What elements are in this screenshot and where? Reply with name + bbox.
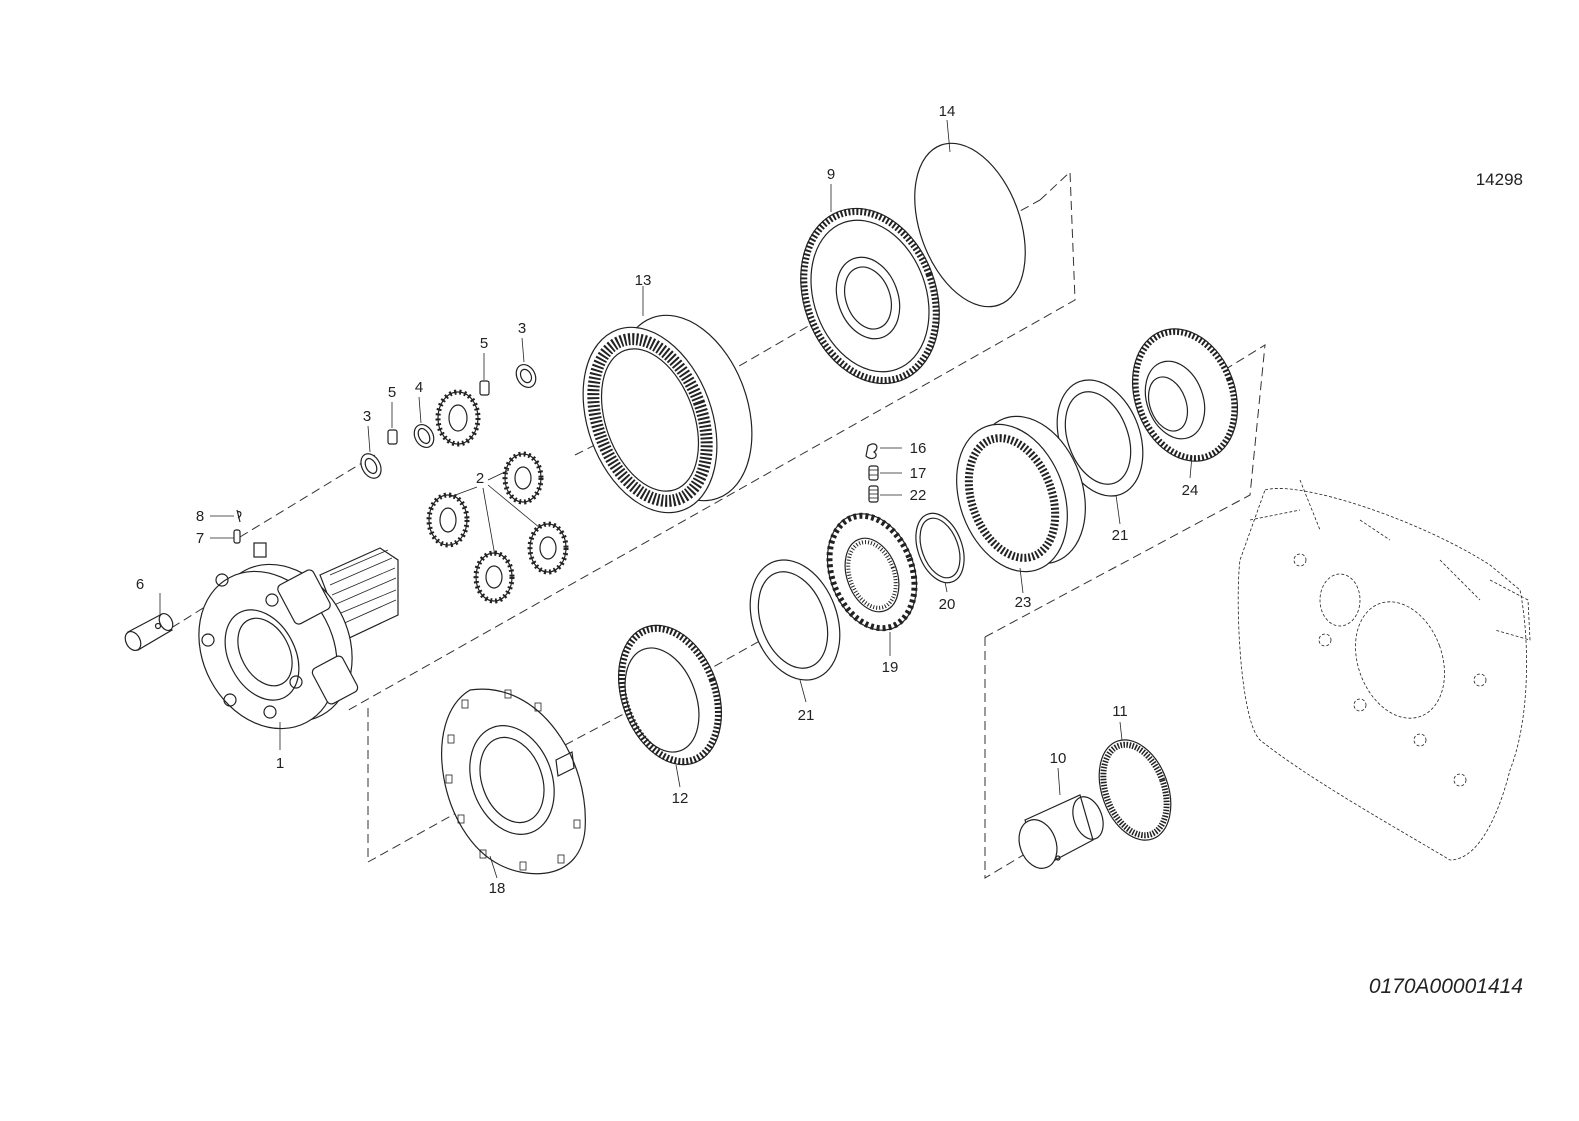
part-17-ball-spring [868,465,879,481]
callout-3: 3 [518,320,526,337]
part-19-synchro-hub [826,512,918,632]
part-8-clip [236,509,242,523]
callout-11: 11 [1112,703,1128,720]
callout-5: 5 [480,335,488,352]
callout-1: 1 [276,755,284,772]
part-5-needle-bearing [387,380,490,445]
drawing-number: 14298 [1475,170,1523,189]
part-24-gear [1131,328,1239,462]
part-9-gear [800,207,940,385]
callout-21: 21 [798,707,815,724]
callout-7: 7 [196,530,204,547]
callout-22: 22 [910,487,927,504]
part-16-detent [865,443,878,460]
part-22-spring [868,485,879,503]
leader-lines [159,119,1193,879]
part-1-planet-carrier [198,542,399,730]
part-2-planet-gears [426,389,569,604]
callout-12: 12 [672,790,689,807]
callout-14: 14 [939,103,956,120]
callout-2: 2 [476,470,484,487]
part-7-roll-pin [233,529,241,544]
callout-9: 9 [827,166,835,183]
callout-21: 21 [1112,527,1129,544]
transmission-housing [1237,479,1531,861]
callout-17: 17 [910,465,927,482]
callout-19: 19 [882,659,899,676]
callout-13: 13 [635,272,652,289]
document-code: 0170A00001414 [1368,975,1523,998]
callout-3: 3 [363,408,371,425]
part-14-shim [914,142,1026,308]
callout-24: 24 [1182,482,1199,499]
part-12-synchro-ring [618,624,722,766]
callout-20: 20 [939,596,956,613]
callout-18: 18 [489,880,506,897]
callout-labels: 1 2 3 3 4 5 5 6 7 8 9 10 11 12 13 14 16 … [136,103,1199,897]
part-20-snap-ring [915,512,965,584]
part-4-spacer [413,423,435,449]
part-6-pin [124,612,174,652]
callout-8: 8 [196,508,204,525]
callout-16: 16 [910,440,927,457]
part-18-flange [441,688,586,875]
callout-4: 4 [415,379,423,396]
callout-23: 23 [1015,594,1032,611]
part-10-bushing [1018,794,1104,869]
part-21-blocker-ring [749,379,1144,681]
part-3-thrust-washer [360,363,537,479]
part-11-thrust-bearing [1098,739,1172,841]
callout-6: 6 [136,576,144,593]
part-13-ring-gear [582,314,753,514]
callout-5: 5 [388,384,396,401]
callout-10: 10 [1050,750,1067,767]
part-23-sliding-sleeve [956,415,1086,573]
